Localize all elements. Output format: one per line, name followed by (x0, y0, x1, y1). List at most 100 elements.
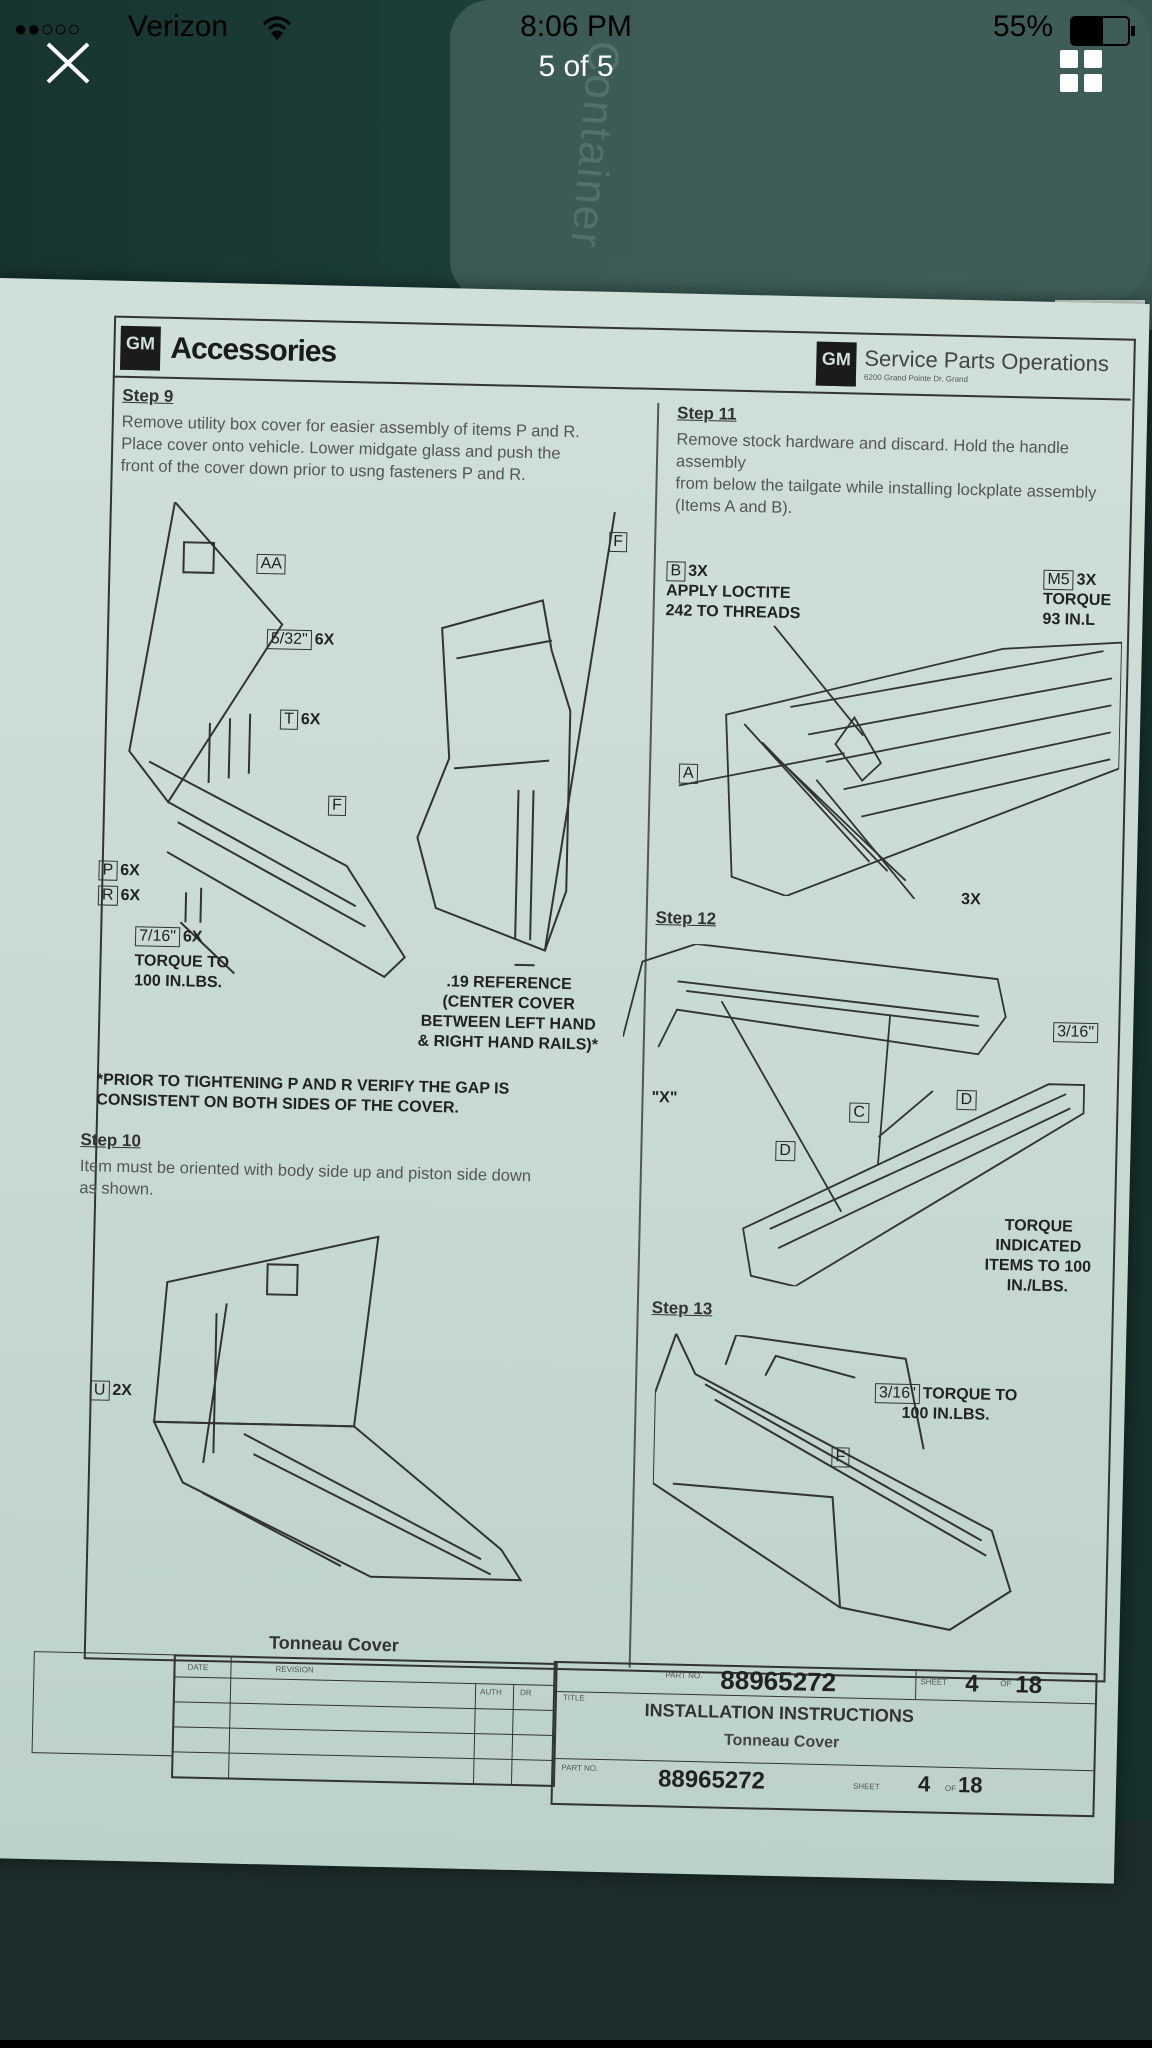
field-label: PART NO. (561, 1763, 599, 1773)
callout-box: 5/32" (266, 629, 312, 651)
step13-diagram (651, 1333, 1012, 1631)
step12-title: Step 12 (655, 908, 717, 929)
sheet-total-top: 18 (1015, 1671, 1043, 1699)
photo-container-lid: Container (450, 0, 1150, 300)
column-header: REVISION (275, 1664, 314, 1675)
callout-box: D (956, 1089, 977, 1111)
text-line: IN./LBS. (1006, 1277, 1069, 1296)
callout-box: 3/16" (874, 1383, 920, 1405)
sheet-number-bottom: 4 (917, 1771, 931, 1797)
field-label: OF (944, 1783, 957, 1794)
close-icon (46, 42, 90, 84)
title-block-name: Tonneau Cover (268, 1632, 399, 1656)
bottom-bar (0, 2040, 1152, 2048)
callout-box: 3/16" (1052, 1022, 1099, 1044)
callout-hex-3-16-step13: 3/16"TORQUE TO 100 IN.LBS. (874, 1383, 1017, 1426)
sheet-number-top: 4 (965, 1670, 980, 1698)
callout-d-left: D (775, 1140, 798, 1162)
step11-diagram (678, 625, 1123, 900)
signal-strength: ●●○○○ (14, 16, 81, 41)
field-label: TITLE (562, 1693, 585, 1703)
callout-box: F (327, 795, 347, 816)
clock: 8:06 PM (520, 10, 632, 43)
field-label: SHEET (852, 1781, 880, 1792)
quantity: 3X (688, 562, 708, 581)
callout-box: F (831, 1447, 850, 1468)
step11-title: Step 11 (676, 403, 737, 424)
callout-x: "X" (651, 1088, 678, 1107)
title-box: TITLE PART NO. 88965272 SHEET 4 OF 18 IN… (550, 1660, 1098, 1818)
callout-box: A (678, 763, 698, 784)
text-line: TORQUE TO (922, 1385, 1018, 1405)
revision-table: DATE REVISION AUTH DR (171, 1654, 558, 1787)
callout-box: M5 (1043, 569, 1074, 591)
field-label: SHEET (920, 1677, 948, 1687)
step10-title: Step 10 (80, 1130, 142, 1151)
document-title: INSTALLATION INSTRUCTIONS (644, 1699, 915, 1727)
grid-view-button[interactable] (1058, 48, 1104, 94)
grid-icon (1060, 50, 1102, 92)
callout-box: AA (256, 553, 287, 575)
document-subtitle: Tonneau Cover (723, 1731, 840, 1752)
step11-text: Remove stock hardware and discard. Hold … (675, 428, 1122, 526)
reference-note: .19 REFERENCE (CENTER COVER BETWEEN LEFT… (403, 971, 615, 1056)
sheet-total-bottom: 18 (957, 1772, 983, 1798)
callout-box: B (666, 561, 686, 582)
carrier-name: Verizon (128, 10, 229, 43)
text-line: 93 IN.L (1042, 610, 1096, 629)
brand-title: Accessories (170, 331, 337, 369)
step9-title: Step 9 (122, 385, 174, 406)
callout-f-top: F (608, 531, 630, 553)
battery-percent: 55% (993, 10, 1054, 43)
callout-d-right: D (956, 1089, 979, 1111)
field-label: OF (1000, 1679, 1012, 1689)
step13-title: Step 13 (651, 1298, 713, 1319)
callout-a: A (678, 763, 701, 784)
gm-logo: GM (119, 325, 161, 371)
callout-hex-3-16-step12: 3/16" (1052, 1022, 1101, 1044)
wifi-icon (262, 14, 292, 47)
callout-box: D (775, 1140, 796, 1162)
quantity: 6X (120, 886, 141, 905)
column-header: DATE (187, 1662, 209, 1673)
field-label: PART NO. (665, 1670, 703, 1681)
callout-box: F (608, 531, 628, 553)
callout-aa: AA (256, 553, 289, 575)
quantity: 2X (112, 1381, 133, 1400)
text-line: ITEMS TO 100 (984, 1256, 1092, 1277)
step10-diagram (152, 1235, 523, 1582)
quantity: 6X (314, 631, 335, 649)
quantity: 6X (300, 710, 321, 729)
callout-hex-key-5-32: 5/32"6X (266, 629, 335, 651)
column-header: DR (519, 1688, 532, 1698)
text-line: 100 IN.LBS. (901, 1404, 990, 1424)
service-gm-logo: GM (815, 341, 857, 387)
quantity: 6X (120, 861, 141, 880)
part-number-bottom: 88965272 (657, 1765, 766, 1795)
callout-f-step13: F (831, 1447, 852, 1468)
quantity-3x-step11: 3X (960, 890, 981, 909)
text-line: 100 IN.LBS. (133, 972, 223, 992)
text-line: 242 TO THREADS (665, 602, 801, 623)
battery-icon (1070, 16, 1135, 46)
callout-box: C (849, 1102, 870, 1123)
column-header: AUTH (479, 1687, 502, 1697)
callout-f: F (327, 795, 349, 816)
callout-box: P (98, 860, 118, 881)
step9-diagram (128, 500, 616, 979)
callout-hex-7-16: 7/16"6X (134, 926, 203, 948)
close-button[interactable] (42, 40, 94, 86)
instruction-sheet-photo[interactable]: GM Accessories GM Service Parts Operatio… (0, 278, 1150, 1884)
torque-note-step9: TORQUE TO 100 IN.LBS. (134, 951, 229, 993)
part-number-top: 88965272 (720, 1664, 837, 1698)
callout-box: 7/16" (134, 926, 181, 948)
step9-text: Remove utility box cover for easier asse… (121, 411, 652, 489)
notes-block (31, 1651, 176, 1757)
text-line: TORQUE TO (134, 952, 230, 972)
